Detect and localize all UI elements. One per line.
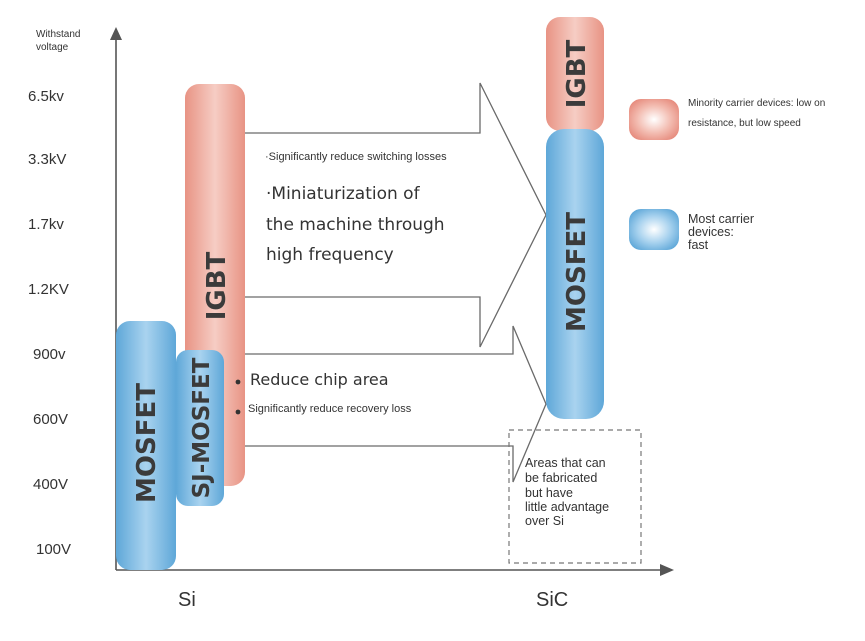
sic-igbt-label: IGBT [562,39,592,108]
y-axis-label-line2: voltage [36,42,69,53]
voltage-label-100v: 100V [36,541,71,558]
dashed-box-line5: over Si [525,514,564,528]
voltage-label-3-3kv: 3.3kV [28,151,66,168]
si-igbt-label: IGBT [202,251,232,320]
y-axis-arrowhead [110,27,122,40]
sic-mosfet-label: MOSFET [562,212,592,332]
legend-majority-swatch [629,209,679,250]
si-mosfet-bar [116,321,176,570]
lower-arrow-line2: Significantly reduce recovery loss [248,403,412,415]
upper-improvement-arrow [243,82,547,348]
si-sj-mosfet-bar [176,350,224,506]
dashed-area-box [508,429,642,564]
lower-bullet-1 [235,379,241,385]
upper-arrow-line3: the machine through [266,215,445,235]
sic-mosfet-bar [546,129,604,419]
legend-minority-line1: Minority carrier devices: low on [688,98,825,109]
upper-arrow-line2: ·Miniaturization of [266,184,421,204]
x-label-si: Si [178,589,196,611]
y-axis-label-line1: Withstand [36,29,80,40]
dashed-box-line1: Areas that can [525,456,606,470]
dashed-box-line3: but have [525,486,573,500]
legend-majority-line2: devices: [688,225,734,239]
dashed-box-line4: little advantage [525,500,609,514]
x-axis-arrowhead [660,564,674,576]
si-mosfet-label: MOSFET [132,383,162,503]
lower-arrow-line1: Reduce chip area [250,370,389,389]
si-sj-mosfet-label: SJ-MOSFET [189,357,215,498]
lower-improvement-arrow [223,325,547,483]
voltage-label-1-7kv: 1.7kv [28,216,64,233]
voltage-label-900v: 900v [33,346,66,363]
lower-bullet-2 [235,409,241,415]
dashed-box-line2: be fabricated [525,471,597,485]
voltage-label-1-2kv: 1.2KV [28,281,69,298]
x-label-sic: SiC [536,589,568,611]
legend-majority-line3: fast [688,238,709,252]
legend-minority-swatch [629,99,679,140]
sic-igbt-bar [546,17,604,131]
upper-arrow-line1: ·Significantly reduce switching losses [265,151,447,163]
legend-minority-line2: resistance, but low speed [688,118,801,129]
voltage-label-6-5kv: 6.5kv [28,88,64,105]
legend-majority-line1: Most carrier [688,212,754,226]
voltage-label-600v: 600V [33,411,68,428]
upper-arrow-line4: high frequency [266,245,394,265]
voltage-label-400v: 400V [33,476,68,493]
